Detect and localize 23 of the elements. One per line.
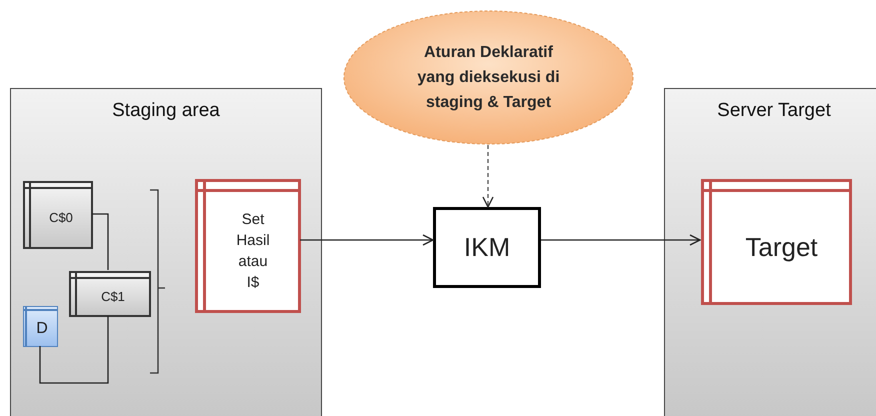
container-panel [10, 88, 322, 416]
note-text: Aturan Deklaratif yang dieksekusi di staging & Target [416, 43, 561, 113]
panel-title: Server Target [716, 99, 832, 123]
table-label: Target [744, 230, 819, 264]
arrow [300, 234, 434, 246]
connector-line [39, 316, 109, 384]
panel-title: Staging area [111, 99, 221, 123]
table-box [195, 179, 301, 313]
connector-line [92, 213, 109, 270]
table-label: D [36, 318, 48, 338]
table-label: C$0 [49, 209, 73, 228]
process-label: IKM [464, 231, 510, 264]
arrow [541, 234, 701, 246]
table-box [23, 181, 93, 249]
table-label: Set Hasil atau I$ [235, 210, 271, 293]
process-box [433, 207, 541, 288]
table-label: C$1 [101, 288, 125, 306]
container-panel [664, 88, 876, 416]
table-box [23, 306, 58, 347]
note-ellipse [343, 10, 634, 145]
arrow [482, 145, 494, 208]
table-box [69, 271, 151, 317]
table-box [701, 179, 852, 305]
